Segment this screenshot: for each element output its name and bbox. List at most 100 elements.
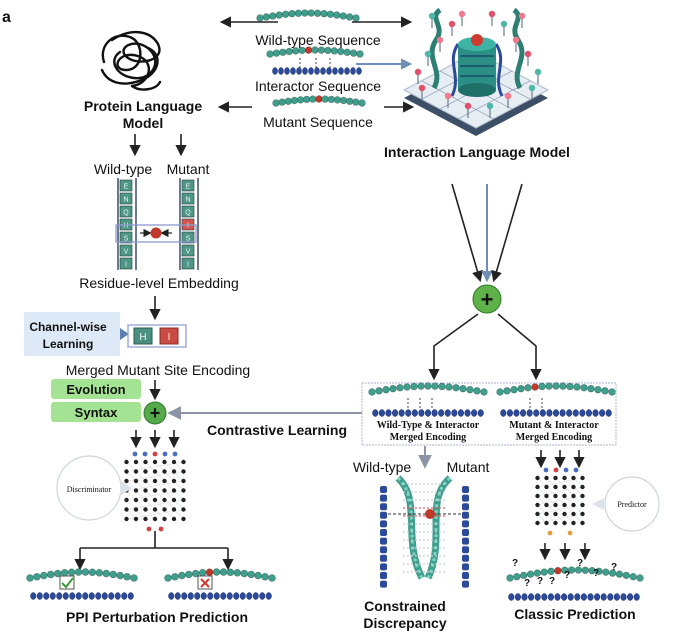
partner-bead (75, 592, 82, 600)
predictor-label: Predictor (617, 500, 647, 509)
net-edge (145, 509, 156, 520)
partner-bead (464, 409, 471, 417)
bead (517, 384, 525, 393)
net-node (571, 484, 576, 490)
svg-text:+: + (481, 287, 494, 312)
pin-head (534, 68, 542, 76)
bead (473, 387, 481, 395)
net-node (553, 475, 558, 481)
net-node (162, 507, 167, 512)
net-node (143, 469, 148, 474)
side-bead (380, 580, 387, 588)
merged-site-encoding-label: Merged Mutant Site Encoding (66, 362, 250, 378)
side-bead (462, 494, 469, 502)
net-input-dot (142, 451, 148, 457)
bead (629, 572, 637, 581)
bead (595, 567, 603, 576)
bead (311, 46, 319, 54)
wild-type-sequence-label: Wild-type Sequence (255, 32, 381, 48)
discriminator-pointer (120, 480, 132, 496)
side-bead (462, 554, 469, 562)
predictor-pointer (592, 498, 604, 510)
bead (524, 384, 532, 392)
net-node (143, 497, 148, 503)
bead (294, 9, 303, 17)
residue-cell (181, 257, 195, 270)
bead (545, 382, 553, 390)
partner-bead (539, 409, 546, 417)
bead (552, 382, 560, 390)
question-mark: ? (537, 576, 543, 587)
partner-bead (513, 409, 520, 417)
net-node (544, 475, 549, 481)
net-edge (135, 509, 146, 520)
bead (615, 570, 624, 578)
net-node (162, 459, 167, 465)
bead (561, 566, 569, 574)
side-bead (462, 537, 469, 545)
net-edge (145, 499, 156, 510)
bead (130, 574, 138, 582)
ppi-disrupted-complex (164, 568, 276, 600)
partner-bead (308, 67, 314, 75)
bead (531, 383, 539, 391)
bead (573, 383, 581, 391)
net-edge (154, 480, 165, 491)
channel-token-i-text: I (168, 332, 171, 343)
bead (327, 95, 335, 104)
net-node (162, 497, 167, 503)
partner-bead (533, 409, 540, 417)
bead (601, 387, 609, 395)
bead (178, 571, 186, 580)
pin-head (488, 10, 496, 18)
wild-type-residue-label: Wild-type (94, 161, 153, 177)
partner-bead (599, 409, 606, 417)
side-bead (380, 520, 387, 528)
net-node (124, 459, 129, 465)
mut-merged-encoding-line2: Merged Encoding (516, 432, 592, 443)
partner-bead (547, 593, 554, 601)
pin-head (524, 50, 532, 58)
question-mark: ? (577, 558, 583, 569)
partner-bead (572, 409, 579, 417)
net-edge (135, 461, 146, 472)
partner-bead (332, 67, 338, 75)
discrepancy-rungs (388, 483, 462, 573)
net-edge (145, 461, 156, 472)
bead (352, 14, 360, 22)
residue-letter: Q (185, 210, 191, 217)
net-node (553, 511, 558, 517)
bead (81, 568, 90, 576)
channel-pointer-icon (120, 328, 129, 340)
bead (566, 382, 574, 391)
bead (333, 96, 342, 104)
interactor-sequence-label: Interactor Sequence (255, 78, 381, 94)
bead (205, 568, 214, 577)
net-edge (164, 480, 175, 491)
pin-head (486, 102, 494, 110)
partner-bead (200, 592, 207, 600)
bead (452, 384, 460, 392)
net-node (143, 459, 148, 465)
bead (580, 384, 588, 392)
net-node (181, 469, 186, 474)
residue-letter: V (124, 249, 129, 256)
bead (559, 382, 567, 390)
bead (375, 387, 383, 395)
net-node (571, 475, 576, 481)
net-node (181, 516, 186, 522)
partner-bead (181, 592, 188, 600)
discrepancy-mutation-dot (425, 509, 435, 519)
partner-bead (451, 409, 458, 417)
net-edge (154, 490, 165, 501)
pin-head (428, 12, 436, 20)
pin-head (518, 12, 526, 20)
question-mark: ? (549, 576, 555, 587)
partner-bead (385, 409, 392, 417)
bead (307, 9, 315, 17)
bead (587, 384, 595, 393)
predictor-bubble (604, 476, 660, 532)
pin-head (528, 84, 536, 92)
side-bead (462, 529, 469, 536)
